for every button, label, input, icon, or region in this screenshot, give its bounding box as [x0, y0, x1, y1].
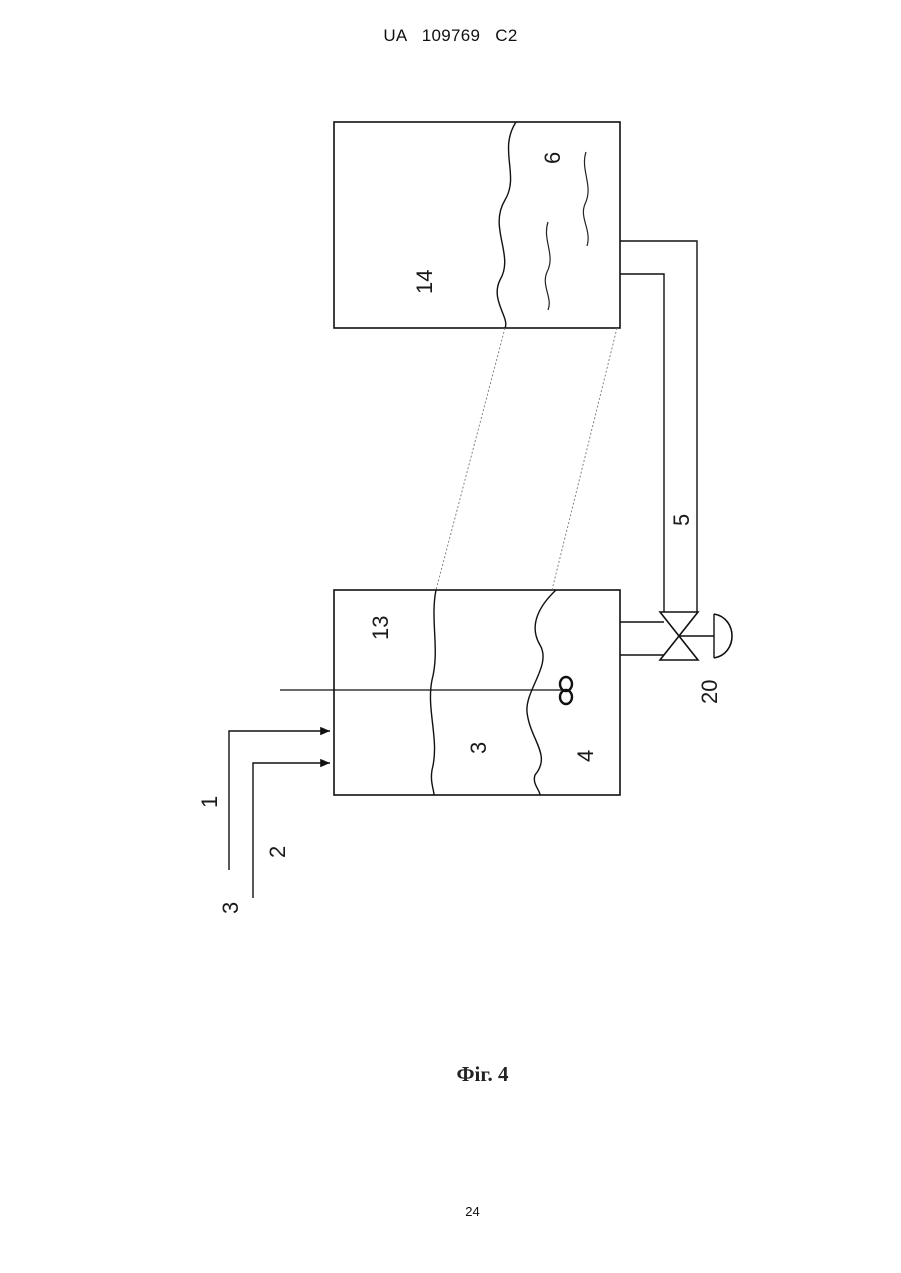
- label-6: 6: [540, 152, 565, 164]
- label-5: 5: [669, 514, 694, 526]
- figure-caption: Фіг. 4: [0, 1062, 901, 1087]
- label-2: 2: [265, 846, 290, 858]
- transfer-pipe-5: [620, 274, 664, 612]
- upper-tank-liquid-boundary: [497, 122, 516, 328]
- page-number: 24: [0, 1204, 901, 1219]
- label-13: 13: [368, 616, 393, 640]
- projection-line: [552, 328, 617, 590]
- upper-tank: [334, 122, 620, 328]
- lower-tank-upper-boundary: [430, 590, 436, 795]
- projection-line: [436, 328, 505, 590]
- lower-tank-lower-boundary: [527, 590, 556, 795]
- upper-tank-ripple: [583, 152, 588, 246]
- label-20: 20: [697, 680, 722, 704]
- label-3-feed: 3: [218, 902, 243, 914]
- feed-line-2: [253, 763, 330, 898]
- valve-20: [660, 612, 732, 660]
- label-4: 4: [573, 750, 598, 762]
- transfer-pipe-5: [620, 241, 697, 612]
- label-3-phase: 3: [466, 742, 491, 754]
- stirrer-propeller: [560, 677, 572, 704]
- label-14: 14: [412, 270, 437, 294]
- label-1: 1: [197, 796, 222, 808]
- upper-tank-ripple: [545, 222, 550, 310]
